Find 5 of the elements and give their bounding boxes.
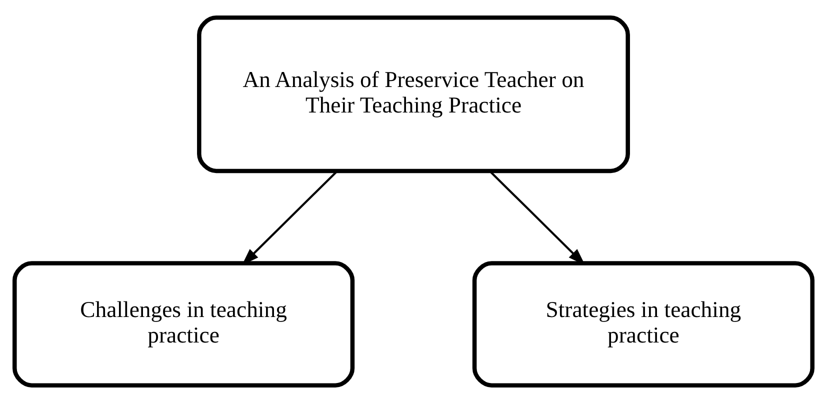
- arrow: [242, 170, 338, 266]
- node-box: An Analysis of Preservice Teacher on Their Teaching Practice: [197, 16, 630, 174]
- arrow: [489, 170, 586, 266]
- node-box: Challenges in teaching practice: [12, 261, 355, 388]
- node-box: Strategies in teaching practice: [472, 261, 814, 388]
